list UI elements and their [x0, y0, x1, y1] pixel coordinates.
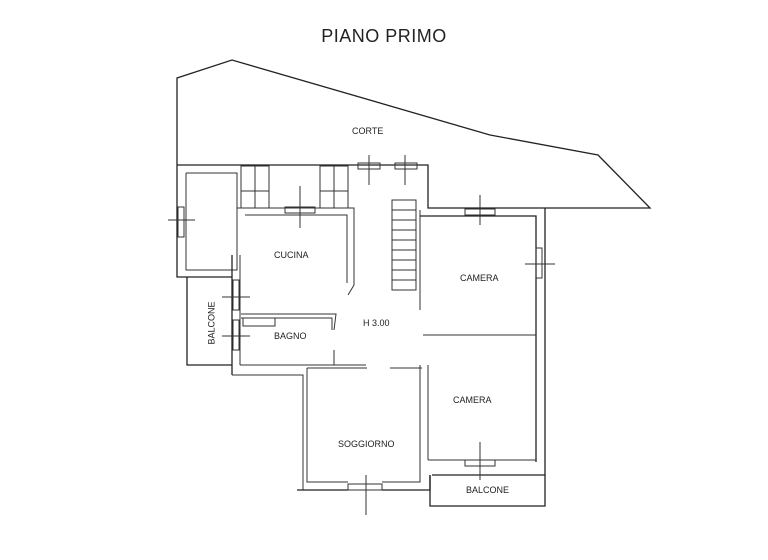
- room-label-corte: CORTE: [352, 126, 384, 136]
- room-label-height: H 3.00: [363, 318, 390, 328]
- plan-title: PIANO PRIMO: [321, 26, 447, 46]
- room-label-bagno: BAGNO: [274, 331, 307, 341]
- room-label-cucina: CUCINA: [274, 250, 309, 260]
- room-label-soggiorno: SOGGIORNO: [338, 439, 395, 449]
- room-label-balcone-south: BALCONE: [466, 485, 510, 495]
- room-label-camera-2: CAMERA: [453, 395, 492, 405]
- room-label-balcone-west: BALCONE: [206, 301, 217, 345]
- corte-boundary: [176, 59, 652, 209]
- room-label-camera-1: CAMERA: [460, 273, 499, 283]
